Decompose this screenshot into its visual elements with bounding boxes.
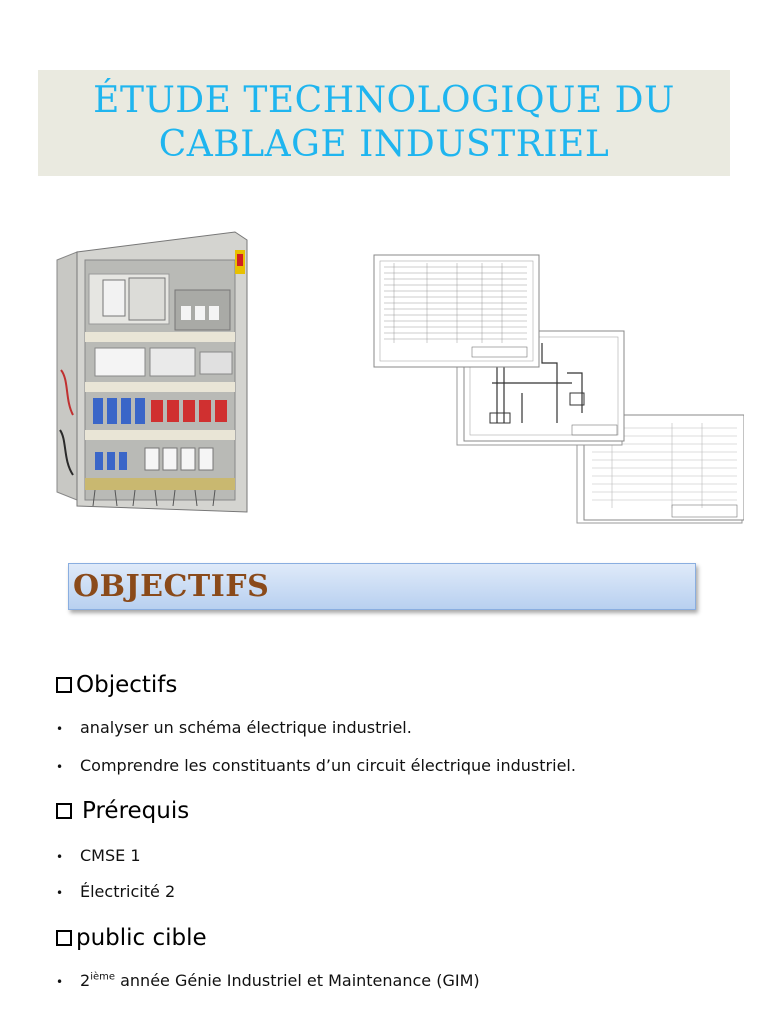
list-item-text: 2ième année Génie Industriel et Maintena… [80,971,480,990]
list-item: • Électricité 2 [56,882,175,901]
heading-objectifs-label: Objectifs [76,672,178,698]
list-item-text: analyser un schéma électrique industriel… [80,718,412,737]
heading-public-label: public cible [76,925,207,951]
list-item-text: CMSE 1 [80,846,141,865]
year-number: 2 [80,971,91,990]
bullet-icon: • [56,975,64,989]
bullet-icon: • [56,850,64,864]
checkbox-icon [56,930,72,946]
heading-prerequis: Prérequis [56,798,189,824]
checkbox-icon [56,677,72,693]
electrical-cabinet-image [56,231,248,513]
wiring-diagram-image [373,254,744,524]
checkbox-icon [56,803,72,819]
title-line-1: ÉTUDE TECHNOLOGIQUE DU [93,80,675,121]
list-item-text: Comprendre les constituants d’un circuit… [80,756,576,775]
list-item: • Comprendre les constituants d’un circu… [56,756,576,775]
section-banner-objectifs: OBJECTIFS [68,563,696,610]
bullet-icon: • [56,760,64,774]
list-item: • 2ième année Génie Industriel et Mainte… [56,971,480,990]
heading-objectifs: Objectifs [56,672,177,698]
list-item: • analyser un schéma électrique industri… [56,718,412,737]
bullet-icon: • [56,722,64,736]
heading-public-cible: public cible [56,925,207,951]
title-banner: ÉTUDE TECHNOLOGIQUE DU CABLAGE INDUSTRIE… [38,70,730,176]
public-text: année Génie Industriel et Maintenance (G… [115,971,480,990]
heading-prerequis-label: Prérequis [82,798,190,824]
year-suffix: ième [90,971,116,983]
list-item-text: Électricité 2 [80,882,176,901]
section-title: OBJECTIFS [73,569,270,604]
list-item: • CMSE 1 [56,846,141,865]
title-line-2: CABLAGE INDUSTRIEL [158,124,610,165]
bullet-icon: • [56,886,64,900]
